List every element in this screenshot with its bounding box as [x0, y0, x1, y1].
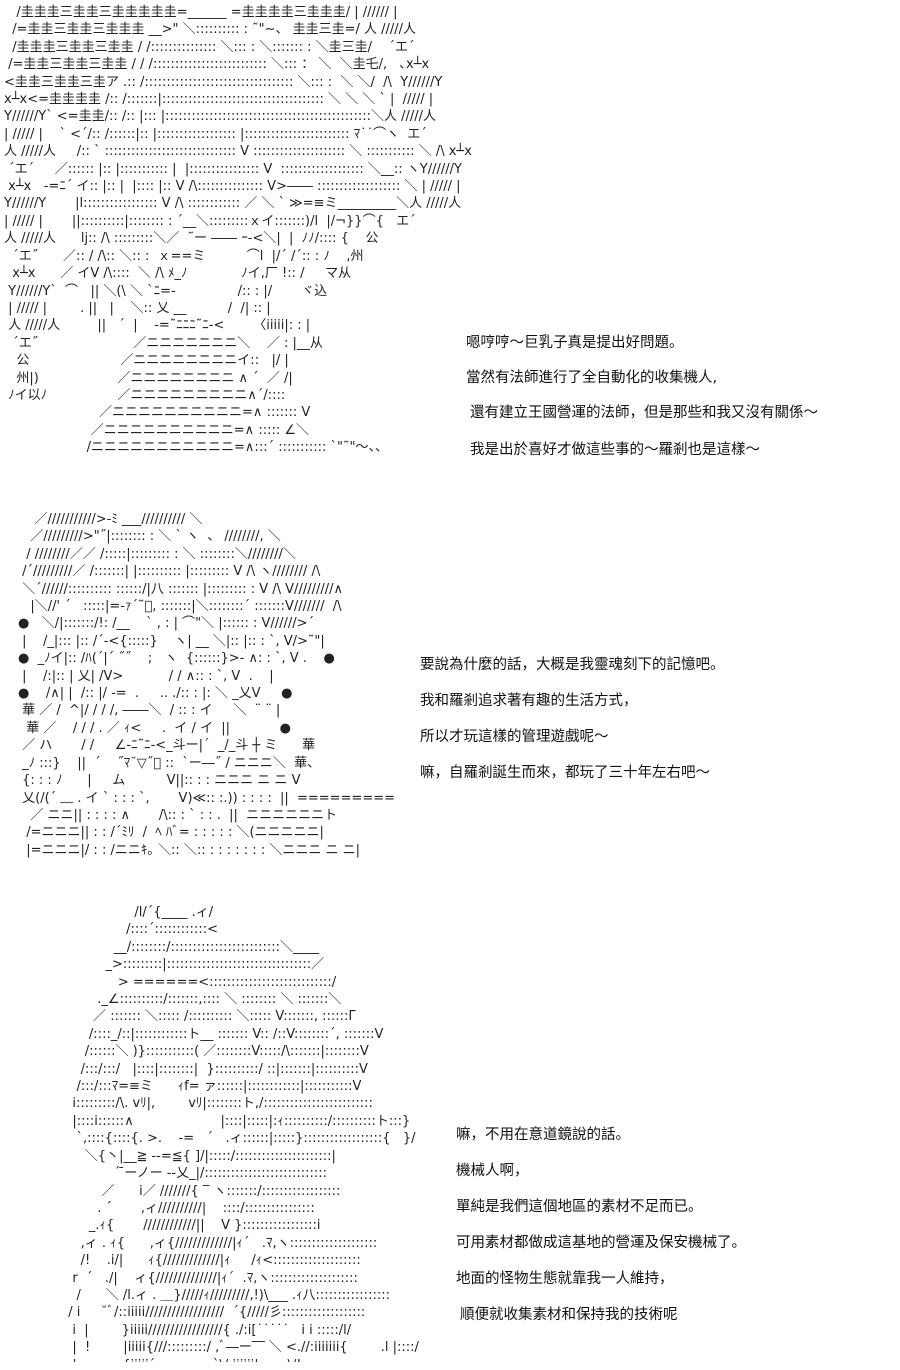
dialogue-line: 當然有法師進行了全自動化的收集機人,: [466, 370, 718, 386]
dialogue-line: 嘛，不用在意道鏡說的話。: [456, 1127, 630, 1143]
scene-panel-3: /l/´{____ .ィ/ /::::´::::::::::::< __/:::…: [0, 900, 900, 1365]
dialogue-line: 我是出於喜好才做這些事的～羅剎也是這樣～: [470, 442, 760, 458]
dialogue-line: 可用素材都做成這基地的營運及保安機械了。: [456, 1235, 746, 1251]
dialogue-line: 地面的怪物生態就靠我一人維持，: [456, 1271, 674, 1287]
ascii-art-character: ／///////////>-ﾐ ___////////// ＼ ／///////…: [18, 512, 396, 858]
dialogue-line: 順便就收集素材和保持我的技術呢: [460, 1307, 678, 1323]
dialogue-line: 所以才玩這樣的管理遊戲呢～: [420, 729, 609, 745]
dialogue-line: 單純是我們這個地區的素材不足而已。: [456, 1199, 703, 1215]
ascii-art-character: /l/´{____ .ィ/ /::::´::::::::::::< __/:::…: [68, 905, 419, 1362]
dialogue-line: 還有建立王國營運的法師，但是那些和我又沒有關係～: [470, 405, 818, 421]
dialogue-line: 要說為什麼的話，大概是我靈魂刻下的記憶吧。: [420, 657, 725, 673]
scene-panel-2: ／///////////>-ﾐ ___////////// ＼ ／///////…: [0, 505, 900, 870]
dialogue-line: 機械人啊，: [456, 1163, 529, 1179]
dialogue-line: 嘛，自羅剎誕生而來，都玩了三十年左右吧～: [420, 765, 710, 781]
ascii-art-character: /圭圭圭三圭圭三圭圭圭圭圭=______ =圭圭圭圭三圭圭圭/ | //////…: [4, 5, 472, 456]
dialogue-line: 我和羅剎追求著有趣的生活方式，: [420, 693, 638, 709]
scene-panel-1: /圭圭圭三圭圭三圭圭圭圭圭=______ =圭圭圭圭三圭圭圭/ | //////…: [0, 0, 900, 480]
dialogue-line: 嗯哼哼～巨乳子真是提出好問題。: [466, 335, 684, 351]
